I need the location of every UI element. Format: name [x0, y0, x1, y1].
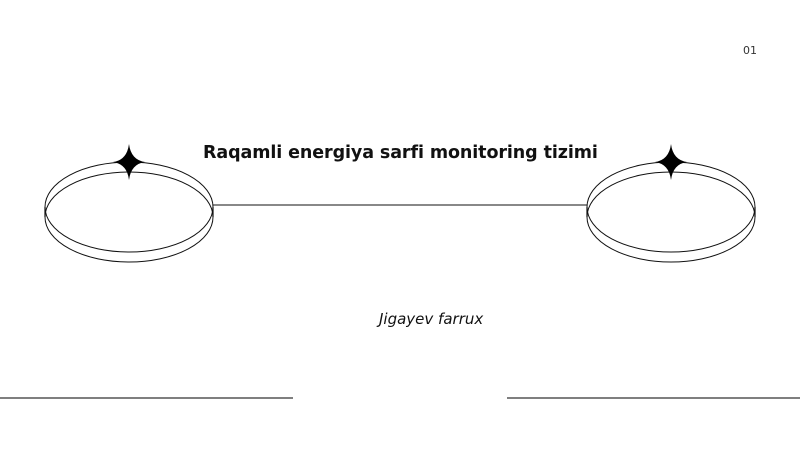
page-number: 01	[743, 44, 757, 57]
right-ring-icon	[586, 144, 756, 263]
author-name: Jigayev farrux	[379, 310, 484, 328]
slide-title: Raqamli energiya sarfi monitoring tizimi	[203, 143, 598, 163]
star-icon	[113, 144, 145, 180]
left-ring-icon	[44, 144, 214, 263]
star-icon	[655, 144, 687, 180]
